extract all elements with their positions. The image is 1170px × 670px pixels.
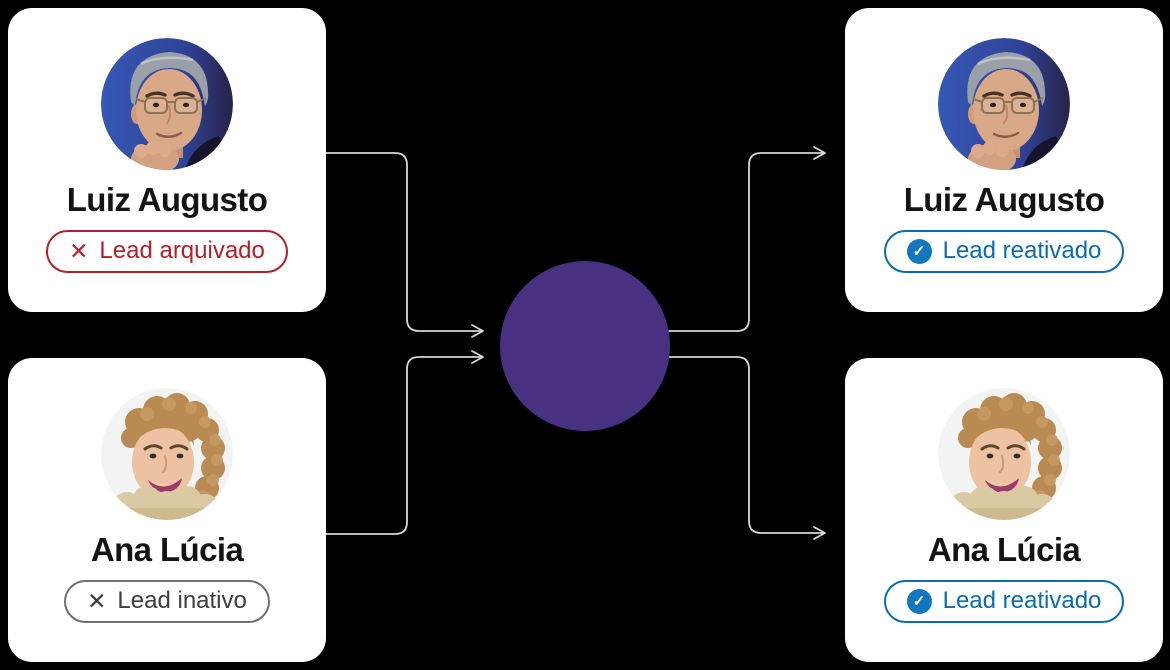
person-name: Luiz Augusto: [66, 181, 268, 218]
arrowhead-bottom-left: [471, 350, 484, 364]
status-badge-label: Lead arquivado: [99, 237, 265, 265]
connector-bottom-right: [668, 356, 824, 534]
connector-top-left: [325, 152, 482, 332]
luiz-augusto-portrait-icon: [938, 38, 1070, 170]
check-icon: ✓: [906, 238, 932, 264]
person-name: Ana Lúcia: [90, 531, 244, 568]
status-badge-label: Lead inativo: [117, 587, 247, 615]
status-badge-lead-arquivado: ✕ Lead arquivado: [46, 229, 288, 273]
avatar: [101, 388, 233, 520]
connector-bottom-left: [325, 356, 482, 535]
check-glyph: ✓: [912, 592, 926, 610]
flow-node-circle: [500, 261, 670, 431]
check-glyph: ✓: [912, 242, 926, 260]
avatar: [101, 38, 233, 170]
status-badge-lead-inativo: ✕ Lead inativo: [64, 579, 270, 623]
lead-card-luiz-before: Luiz Augusto ✕ Lead arquivado: [8, 8, 326, 312]
ana-lucia-portrait-icon: [101, 388, 233, 520]
lead-card-luiz-after: Luiz Augusto ✓ Lead reativado: [845, 8, 1163, 312]
ana-lucia-portrait-icon: [938, 388, 1070, 520]
status-badge-label: Lead reativado: [942, 587, 1102, 615]
arrowhead-top-right: [813, 146, 826, 160]
avatar: [938, 38, 1070, 170]
arrowhead-top-left: [471, 324, 484, 338]
lead-card-ana-before: Ana Lúcia ✕ Lead inativo: [8, 358, 326, 662]
connector-top-right: [668, 152, 824, 332]
status-badge-label: Lead reativado: [942, 237, 1102, 265]
check-icon: ✓: [906, 588, 932, 614]
arrowhead-bottom-right: [813, 526, 826, 540]
person-name: Ana Lúcia: [927, 531, 1081, 568]
luiz-augusto-portrait-icon: [101, 38, 233, 170]
x-icon: ✕: [87, 587, 107, 614]
avatar: [938, 388, 1070, 520]
person-name: Luiz Augusto: [903, 181, 1105, 218]
x-icon: ✕: [69, 237, 89, 264]
status-badge-lead-reativado: ✓ Lead reativado: [883, 229, 1125, 273]
status-badge-lead-reativado: ✓ Lead reativado: [883, 579, 1125, 623]
lead-card-ana-after: Ana Lúcia ✓ Lead reativado: [845, 358, 1163, 662]
